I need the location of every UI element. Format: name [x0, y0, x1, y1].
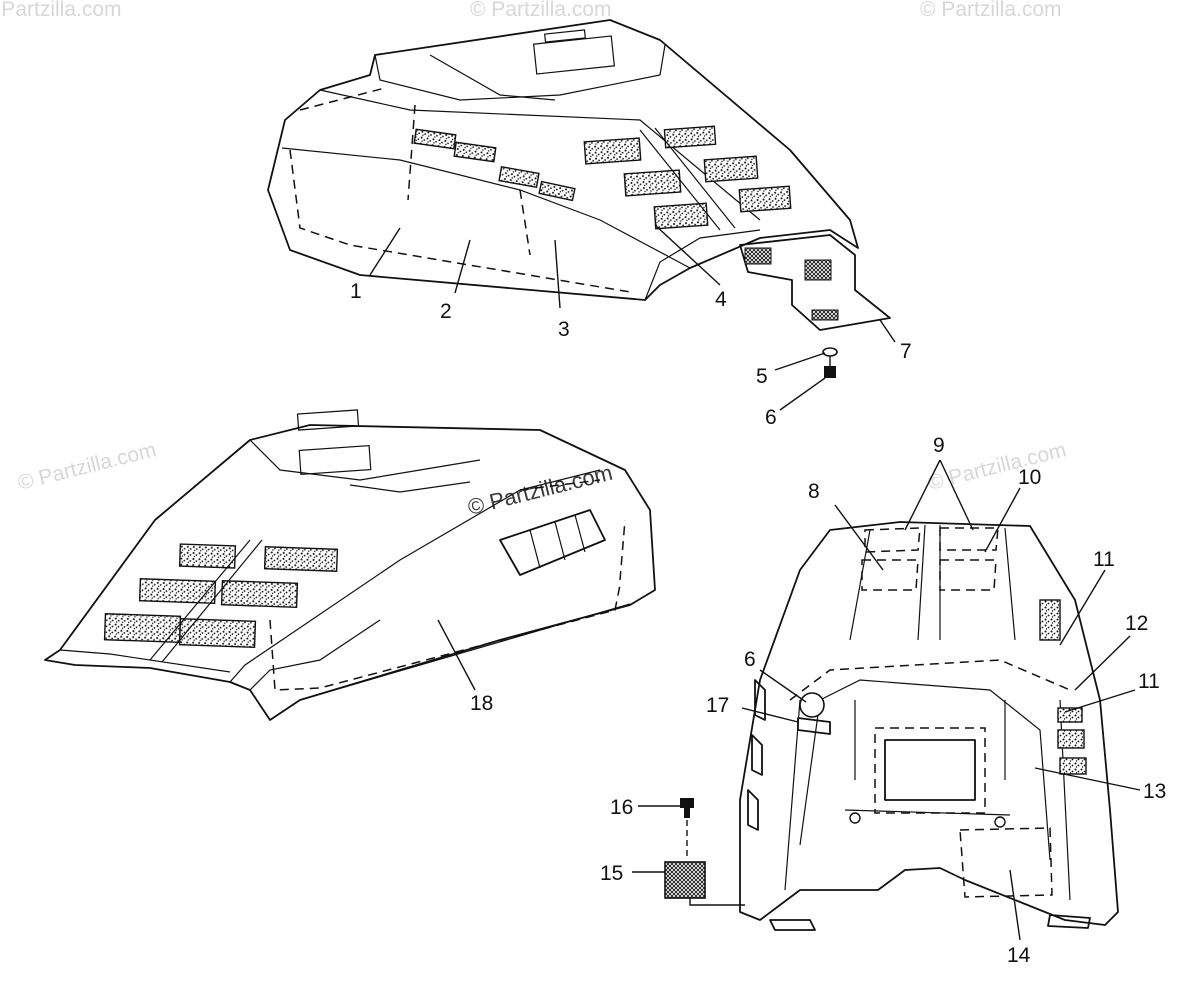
callout-6-top: 6 — [765, 406, 777, 429]
watermark-top-right: © Partzilla.com — [920, 0, 1062, 21]
mesh-part-15 — [664, 861, 706, 899]
callout-12: 12 — [1125, 612, 1148, 635]
leader-lines — [369, 224, 1141, 941]
screw-part-16 — [680, 798, 694, 818]
callout-16: 16 — [610, 796, 633, 819]
watermark-top-center: © Partzilla.com — [470, 0, 612, 21]
hood-rear-view — [44, 409, 656, 721]
callout-17: 17 — [706, 694, 729, 717]
callout-9: 9 — [933, 434, 945, 457]
callout-11-lower: 11 — [1138, 670, 1160, 693]
callout-8: 8 — [808, 480, 820, 503]
callout-14: 14 — [1007, 944, 1031, 967]
callout-7: 7 — [900, 340, 912, 363]
hood-rear-outline — [44, 424, 656, 721]
watermark-top-left: © Partzilla.com — [0, 0, 122, 21]
hood-top-outline — [267, 19, 859, 301]
callout-18: 18 — [470, 692, 493, 715]
callout-1: 1 — [350, 280, 362, 303]
callout-6-lower: 6 — [744, 648, 756, 671]
callout-13: 13 — [1143, 780, 1166, 803]
hood-top-view — [267, 19, 891, 331]
hood-underside-view — [739, 521, 1119, 931]
watermark-right: © Partzilla.com — [926, 438, 1069, 495]
washer-part-5 — [822, 347, 838, 357]
screw-part-6 — [824, 366, 836, 378]
watermark-center: © Partzilla.com — [465, 460, 615, 520]
callout-15: 15 — [600, 862, 623, 885]
callout-5: 5 — [756, 365, 768, 388]
callout-10: 10 — [1018, 466, 1041, 489]
bracket-part-7 — [739, 234, 891, 331]
hood-underside-outline — [739, 521, 1119, 926]
callout-11-upper: 11 — [1093, 548, 1115, 571]
watermark-left: © Partzilla.com — [16, 438, 159, 495]
callout-2: 2 — [440, 300, 452, 323]
callout-3: 3 — [558, 318, 570, 341]
callout-4: 4 — [715, 288, 727, 311]
